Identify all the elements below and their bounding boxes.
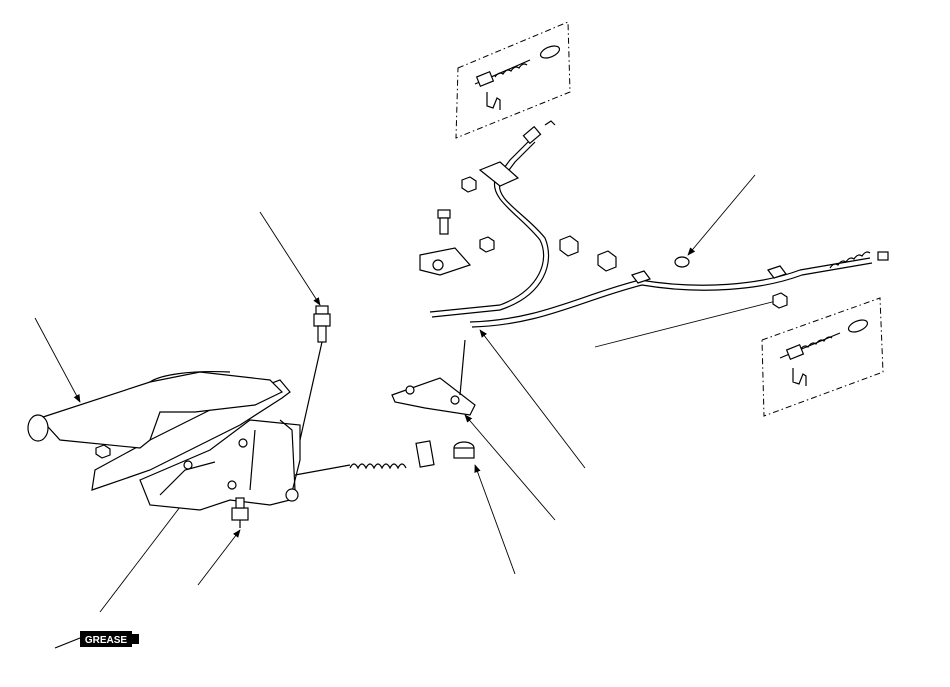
- parking-brake-lever: [27, 371, 301, 511]
- cable-guide-right: [631, 265, 787, 284]
- front-cable: [294, 440, 435, 476]
- clip-nut: [772, 292, 788, 309]
- equalizer-nut: [453, 441, 475, 459]
- cable-bracket-lower: [419, 247, 472, 276]
- leader-lever-handle: [34, 317, 81, 403]
- cable-bracket-upper: [478, 161, 520, 187]
- grommet: [674, 256, 690, 268]
- leader-switch: [197, 529, 241, 586]
- leader-equalizer: [464, 414, 556, 521]
- cable-nut-mid: [479, 236, 495, 253]
- cable-clip-center: [559, 235, 579, 257]
- rear-cable-left: [429, 120, 556, 318]
- leader-grommet: [687, 174, 756, 256]
- grease-symbol: GREASE: [54, 631, 139, 649]
- cable-bolt-left: [437, 209, 451, 235]
- leader-nut: [474, 464, 516, 575]
- inset-cable-end-right: [761, 297, 884, 417]
- leader-cable-end: [479, 329, 586, 469]
- adjusting-bolt: [299, 305, 331, 441]
- leader-clip-nut: [594, 298, 781, 348]
- cable-nut-top: [461, 176, 477, 193]
- lever-mount-bolt: [95, 444, 111, 459]
- parking-brake-switch: [231, 497, 249, 528]
- cable-clip-right: [597, 250, 617, 272]
- inset-cable-end-top: [455, 21, 571, 139]
- equalizer: [391, 339, 476, 416]
- grease-label: GREASE: [85, 635, 128, 646]
- leader-adjusting-bolt: [259, 211, 321, 306]
